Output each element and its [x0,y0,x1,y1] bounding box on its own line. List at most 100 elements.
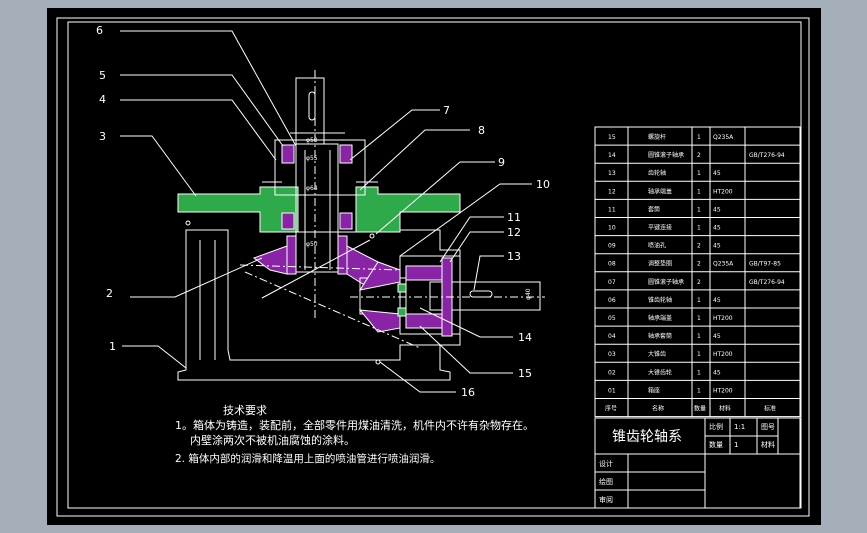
callout-9: 9 [498,156,505,169]
dim-d3: φ64 [306,185,318,192]
bom-row-no: 01 [608,387,616,394]
bom-row-name: 轴承套筒 [648,332,672,340]
callout-6: 6 [96,24,103,37]
qty-label: 数量 [709,440,723,449]
bom-row-name: 套筒 [648,205,660,213]
bom-row-name: 圆锥滚子轴承 [648,278,684,286]
bom-row-name: 调整垫圈 [648,260,672,268]
drawing-no-label: 图号 [761,423,775,431]
bom-row-name: 平键连接 [648,224,672,232]
notes-line3: 2. 箱体内部的润滑和降温用上面的喷油管进行喷油润滑。 [175,452,440,465]
callout-14: 14 [518,331,532,344]
leader-3 [120,135,197,197]
callout-5: 5 [99,69,106,82]
bom-row-name: 齿轮轴 [648,169,666,177]
bom-row-material: 45 [713,369,721,376]
bom-row-material: 45 [713,297,721,304]
callout-1: 1 [109,340,116,353]
dimension-labels: φ50 φ55 φ64 φ50 φ40 [306,137,532,300]
callout-16: 16 [461,386,475,399]
bom-header-name: 名称 [652,405,664,413]
upper-bearing-left [281,144,295,164]
bom-row-no: 02 [608,369,616,376]
pinion-key-slot [469,290,493,298]
leader-9 [375,161,495,235]
scale-label: 比例 [709,422,723,431]
callout-13: 13 [507,250,521,263]
cone-line [261,239,371,299]
bom-row-name: 锥齿轮轴 [648,296,672,304]
bom-row-qty: 1 [697,134,701,141]
bom-row-qty: 1 [697,387,701,394]
bom-row-qty: 1 [697,369,701,376]
bom-row-name: 箱座 [648,386,660,394]
green-spacer-top [397,283,407,293]
drain-hole [375,359,381,365]
bom-row-material: HT200 [713,315,733,322]
bom-row-qty: 2 [697,279,701,286]
callout-numbers: 6 5 4 3 7 8 9 10 11 12 13 2 1 14 15 16 [96,24,550,399]
bom-row-name: 轴承端盖 [648,314,672,322]
title-block-text: 锥齿轮轴系 比例 1:1 图号 数量 1 材料 设计 绘图 审阅 [599,422,775,504]
bom-row-standard: GB/T276-94 [749,152,785,159]
assembly-view [120,30,545,393]
bom-row-material: HT200 [713,387,733,394]
leader-2 [130,257,263,298]
leader-6 [120,30,297,147]
title-block [594,417,801,509]
design-label: 设计 [599,459,613,468]
callout-4: 4 [99,93,106,106]
lower-bearing-left [281,212,295,230]
bom-row-no: 15 [608,134,616,141]
leader-11 [439,216,504,263]
notes-heading: 技术要求 [223,404,267,417]
bom-row-material: 45 [713,206,721,213]
bom-row-name: 大锥齿 [648,350,666,358]
leader-4 [120,99,277,161]
bom-row-no: 04 [608,333,616,340]
bom-row-qty: 1 [697,351,701,358]
bom-row-material: 45 [713,170,721,177]
green-spacer-bottom [397,307,407,317]
bom-row-no: 08 [608,261,616,268]
callout-2: 2 [106,287,113,300]
dim-d5: φ40 [525,288,532,300]
green-flange [177,186,461,233]
bom-header-qty: 数量 [694,405,706,413]
bom-row-material: Q235A [713,134,734,141]
input-shaft [295,77,325,145]
bom-row-qty: 1 [697,188,701,195]
upper-bearing-right [339,144,353,164]
bom-row-material: 45 [713,243,721,250]
drawing-label: 绘图 [599,477,613,486]
bom-row-no: 07 [608,279,616,286]
callout-12: 12 [507,226,521,239]
bom-row-name: 螺旋杆 [648,133,666,141]
inner-frame [67,21,802,509]
leader-10 [399,183,532,257]
bom-row-qty: 1 [697,333,701,340]
callout-8: 8 [478,124,485,137]
bom-row-qty: 1 [697,297,701,304]
leader-14 [419,307,513,338]
bom-header-standard: 标准 [764,405,776,413]
bom-row-qty: 2 [697,261,701,268]
bom-row-qty: 1 [697,315,701,322]
bom-row-no: 12 [608,188,616,195]
leader-15 [419,325,513,374]
bom-row-material: Q235A [713,261,734,268]
scale-value: 1:1 [734,423,745,431]
bom-row-no: 14 [608,152,616,159]
bom-row-no: 05 [608,315,616,322]
review-label: 审阅 [599,495,613,504]
bom-row-no: 06 [608,297,616,304]
bom-row-material: HT200 [713,351,733,358]
drawing-title: 锥齿轮轴系 [612,429,682,445]
bom-row-qty: 1 [697,225,701,232]
callout-7: 7 [443,104,450,117]
leader-1 [122,345,187,369]
bom-row-qty: 2 [697,243,701,250]
pinion-teeth-bottom [358,309,401,333]
leader-7 [349,109,440,161]
